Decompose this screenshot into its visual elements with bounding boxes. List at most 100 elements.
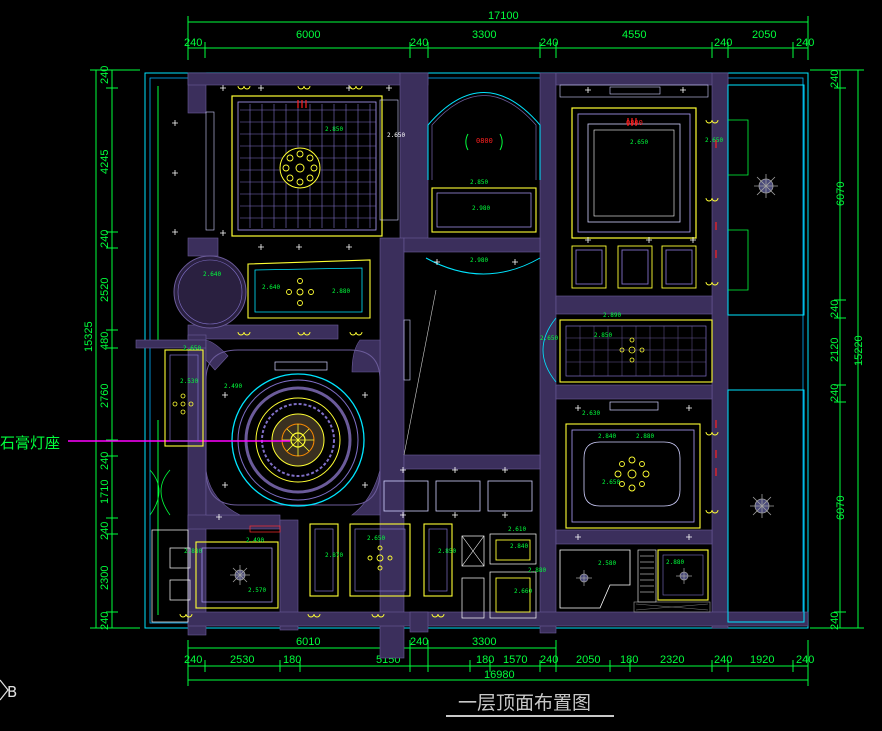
right-dimension-texts: 15220 240 6070 240 2120 240 6070 240 (829, 70, 865, 630)
label-r22: 2.570 (248, 587, 266, 594)
dim-right-6: 6070 (835, 496, 847, 520)
label-r21: 2.490 (246, 537, 264, 544)
north-arrow-icon (0, 679, 9, 701)
dim-left-11: 240 (99, 612, 111, 630)
sun-lamp-3 (230, 565, 250, 585)
label-r9: 2.980 (470, 257, 488, 264)
dim-top-2: 6000 (296, 29, 320, 41)
red-mark-1: 0800 (476, 137, 493, 145)
label-r19: 2.650 (602, 479, 620, 486)
drawing-title-block: 一层顶面布置图 (446, 692, 614, 717)
label-r5: 2.650 (705, 137, 723, 144)
dim-left-9: 240 (99, 522, 111, 540)
dim-top-4: 3300 (472, 29, 496, 41)
dim-right-5: 240 (829, 384, 841, 402)
label-r28: 2.880 (528, 567, 546, 574)
room-left-small: 2.650 2.530 (149, 345, 204, 516)
dim-bot-r2-6: 1570 (503, 654, 527, 666)
room-top-right: 0800 2.650 2.650 (559, 84, 723, 289)
dim-top-8: 2050 (752, 29, 776, 41)
label-r29: 2.660 (514, 588, 532, 595)
dim-bot-r1-3: 3300 (472, 636, 496, 648)
dim-top-7: 240 (714, 37, 732, 49)
sun-lamp-1 (754, 174, 778, 198)
lamp-right-lower (614, 456, 650, 492)
label-r23: 2.870 (325, 552, 343, 559)
dim-right-overall: 15220 (853, 335, 865, 366)
label-r20: 2.880 (184, 548, 202, 555)
lamp-right-mid (619, 337, 645, 363)
room-right-lower: 2.630 2.840 2.880 2.650 (565, 401, 701, 529)
dim-bot-r2-10: 2320 (660, 654, 684, 666)
dim-right-1: 240 (829, 70, 841, 88)
chandelier-small-1 (286, 278, 314, 306)
dim-bot-r2-5: 180 (476, 654, 494, 666)
room-arched-entry: 0800 2.850 2.980 (427, 92, 541, 233)
dim-top-5: 240 (540, 37, 558, 49)
dim-left-1: 240 (99, 66, 111, 84)
label-r24: 2.650 (367, 535, 385, 542)
top-dimension-texts: 17100 240 6000 240 3300 240 4550 240 205… (184, 10, 814, 49)
dim-right-2: 6070 (835, 182, 847, 206)
label-r27: 2.840 (510, 543, 528, 550)
bottom-dimension-texts: 6010 240 3300 240 2530 180 5150 180 1570… (184, 636, 814, 681)
small-panels-row (571, 245, 697, 289)
dim-bot-r2-12: 1920 (750, 654, 774, 666)
dim-bot-r2-13: 240 (796, 654, 814, 666)
corridor-panels (383, 480, 533, 512)
room-right-mid: 2.890 2.850 2.650 (540, 312, 713, 383)
label-r14: 2.530 (180, 378, 198, 385)
label-r17: 2.840 (598, 433, 616, 440)
label-r15: 2.650 (540, 335, 558, 342)
dim-bot-overall: 16980 (484, 669, 515, 681)
room-left-round: 2.640 2.640 2.880 (173, 255, 371, 329)
dim-left-overall: 15325 (83, 321, 95, 352)
label-r30: 2.580 (598, 560, 616, 567)
dim-left-6: 2760 (99, 384, 111, 408)
dimension-lines (90, 16, 864, 686)
north-mark-label: B (7, 683, 17, 701)
red-accent-strips (297, 100, 717, 476)
label-r1b: 2.650 (387, 132, 405, 139)
dim-top-3: 240 (410, 37, 428, 49)
dim-bot-r1-2: 240 (410, 636, 428, 648)
label-r26: 2.610 (508, 526, 526, 533)
label-r10: 2.890 (603, 312, 621, 319)
room-top-left: 2.850 2.650 (205, 95, 405, 237)
dim-bot-r1-1: 6010 (296, 636, 320, 648)
leader-label-plaster-lamp-base: 石膏灯座 (0, 434, 60, 452)
dim-bot-r2-8: 2050 (576, 654, 600, 666)
label-r3: 2.980 (472, 205, 490, 212)
label-r2: 2.850 (470, 179, 488, 186)
dim-right-3: 240 (829, 300, 841, 318)
dim-left-2: 4245 (99, 150, 111, 174)
label-r1: 2.850 (325, 126, 343, 133)
rooms-bottom-row: 2.880 2.490 2.570 2.870 2.650 2.850 2.61… (151, 523, 711, 623)
lamp-bottom-center (367, 545, 393, 571)
dim-left-3: 240 (99, 230, 111, 248)
dim-bot-r2-3: 180 (283, 654, 301, 666)
corridor-center: 2.980 (383, 257, 541, 512)
dim-bot-r2-9: 180 (620, 654, 638, 666)
drawing-title: 一层顶面布置图 (458, 692, 591, 714)
label-r8: 2.880 (332, 288, 350, 295)
sun-lamp-2 (750, 494, 774, 518)
label-r6: 2.640 (203, 271, 221, 278)
dim-bot-r2-1: 240 (184, 654, 202, 666)
dim-right-4: 2120 (829, 338, 841, 362)
dim-left-4: 2520 (99, 278, 111, 302)
sun-lamp-4 (576, 570, 592, 586)
room-center-circular: 2.490 (205, 349, 381, 507)
dim-left-5: 480 (99, 332, 111, 350)
left-dimension-texts: 15325 240 4245 240 2520 480 2760 240 171… (83, 66, 111, 630)
dim-left-7: 240 (99, 452, 111, 470)
ceiling-downlight-markers (172, 85, 696, 540)
lamp-small-left (172, 393, 194, 415)
dim-bot-r2-7: 240 (540, 654, 558, 666)
label-r13: 2.490 (224, 383, 242, 390)
label-r12: 2.650 (183, 345, 201, 352)
label-r7: 2.640 (262, 284, 280, 291)
walls (135, 72, 809, 659)
label-r31: 2.880 (666, 559, 684, 566)
